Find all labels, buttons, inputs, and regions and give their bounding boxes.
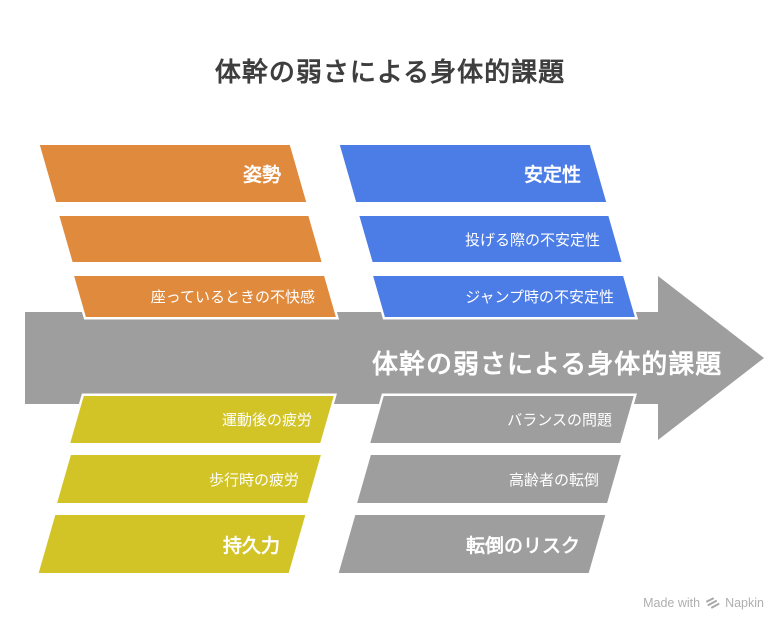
napkin-watermark: Made with Napkin	[643, 595, 764, 610]
page-title: 体幹の弱さによる身体的課題	[214, 57, 566, 87]
bar-endurance: 持久力	[38, 515, 306, 573]
bar-elderly-falls: 高齢者の転倒	[357, 455, 621, 503]
bar-balance-problems: バランスの問題	[370, 396, 634, 443]
bar-label	[66, 216, 315, 262]
bar-walking-fatigue: 歩行時の疲労	[57, 455, 321, 503]
bar-throwing-instability: 投げる際の不安定性	[359, 216, 622, 262]
bar-label: 歩行時の疲労	[208, 471, 299, 489]
bar-label: 姿勢	[242, 165, 281, 186]
bar-jump-instability: ジャンプ時の不安定性	[373, 276, 635, 317]
bar-label: 投げる際の不安定性	[464, 231, 600, 249]
bar-stability: 安定性	[339, 145, 607, 202]
bar-post-exercise-fatigue: 運動後の疲労	[70, 396, 334, 443]
arrow-label: 体幹の弱さによる身体的課題	[372, 349, 723, 379]
bar-label: ジャンプ時の不安定性	[465, 289, 614, 306]
bar-label: 座っているときの不快感	[150, 289, 315, 306]
bar-label: 運動後の疲労	[221, 412, 312, 429]
bar-posture: 姿勢	[39, 145, 307, 202]
watermark-brand: Napkin	[725, 595, 764, 610]
bar-posture-blank	[59, 216, 322, 262]
bar-label: 持久力	[222, 535, 280, 557]
bar-sitting-discomfort: 座っているときの不快感	[74, 276, 336, 317]
bar-fall-risk: 転倒のリスク	[338, 515, 606, 573]
bar-label: 高齢者の転倒	[508, 471, 599, 489]
watermark-text: Made with	[643, 595, 701, 610]
napkin-logo-icon	[706, 597, 720, 609]
bar-label: 転倒のリスク	[465, 535, 580, 557]
bar-label: 安定性	[523, 165, 581, 186]
bar-label: バランスの問題	[507, 412, 612, 429]
